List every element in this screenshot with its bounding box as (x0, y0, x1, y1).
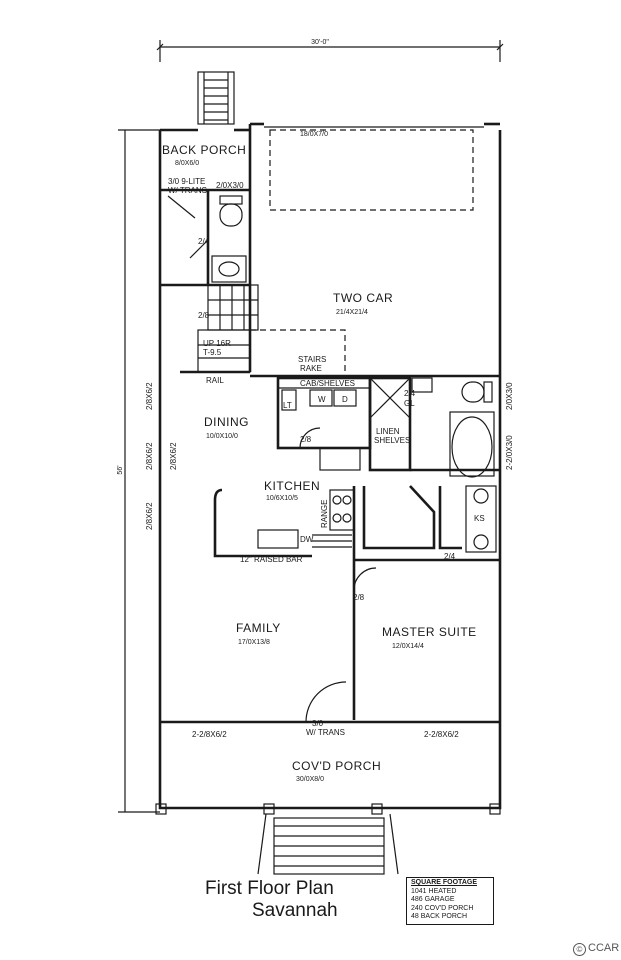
room-master-suite: MASTER SUITE (382, 625, 477, 639)
depth-dimension: 56' (117, 129, 160, 813)
room-back-porch: BACK PORCH (162, 143, 246, 157)
door-label-28-laundry: 2/8 (300, 435, 312, 444)
copyright-icon: © (573, 943, 586, 956)
side-window-label-3: 2/8X6/2 (145, 502, 154, 530)
door-label-28-master: 2/8 (353, 593, 365, 602)
w-label: W (318, 395, 326, 404)
door-label-24-closet: 2/4 (444, 552, 456, 561)
sqft-row: 486 GARAGE (411, 896, 455, 903)
front-porch (155, 722, 501, 875)
dw-label: DW (300, 535, 314, 544)
room-dining: DINING (204, 415, 249, 429)
rail-label: RAIL (206, 376, 224, 385)
room-family: FAMILY (236, 621, 281, 635)
width-dimension: 30'-0" (156, 39, 504, 62)
door-label-28: 2/8 (198, 311, 210, 320)
room-master-suite-size: 12/0X14/4 (392, 643, 424, 650)
garage-door-outline (269, 129, 474, 211)
plan-subtitle: Savannah (252, 900, 338, 921)
d-label: D (342, 395, 348, 404)
side-window-label-4: 2/8X6/2 (169, 442, 178, 470)
master-closet (362, 485, 497, 553)
room-kitchen: KITCHEN (264, 479, 320, 493)
lt-label: LT (283, 401, 292, 410)
kitchen-counters (213, 486, 356, 560)
back-door-label-2: W/ TRANS (168, 186, 207, 195)
room-covd-porch: COV'D PORCH (292, 759, 381, 773)
garage-door-size: 18/0X7/0 (300, 131, 328, 138)
right-window-label-1: 2/0X3/0 (505, 382, 514, 410)
laundry-cabinets (276, 376, 372, 471)
front-door-label-2: W/ TRANS (306, 728, 345, 737)
linen-label-2: SHELVES (374, 436, 410, 445)
exterior-walls (158, 122, 502, 810)
watermark-text: CCAR (588, 942, 620, 954)
stairs-label-2: T-9.5 (203, 348, 222, 357)
side-window-label-1: 2/8X6/2 (145, 382, 154, 410)
stairs-rake-label-2: RAKE (300, 364, 322, 373)
cab-shelves-label: CAB/SHELVES (300, 379, 355, 388)
front-door-label-1: 3/0 (312, 719, 324, 728)
stairs-rake-label-1: STAIRS (298, 355, 326, 364)
plan-title: First Floor Plan (205, 878, 334, 899)
square-footage-header: SQUARE FOOTAGE (411, 879, 477, 886)
overall-width-label: 30'-0" (311, 39, 329, 46)
interior-stairs (180, 284, 346, 374)
right-window-label-2: 2-2/0X3/0 (505, 435, 514, 470)
room-back-porch-size: 8/0X6/0 (175, 160, 199, 167)
raised-bar-label: 12" RAISED BAR (240, 555, 303, 564)
linen-label-1: LINEN (376, 427, 400, 436)
ks-label: KS (474, 514, 485, 523)
sqft-row: 48 BACK PORCH (411, 913, 468, 920)
sqft-row: 1041 HEATED (411, 887, 457, 895)
room-dining-size: 10/0X10/0 (206, 433, 238, 440)
front-window-left: 2-2/8X6/2 (192, 730, 227, 739)
door-label-24: 2/4 (198, 237, 210, 246)
back-stairs (197, 71, 235, 125)
bath-window-label: 2/0X3/0 (216, 181, 244, 190)
room-garage-size: 21/4X21/4 (336, 309, 368, 316)
interior-walls-front (160, 558, 500, 724)
room-garage: TWO CAR (333, 291, 393, 305)
back-door-label-1: 3/0 9-LITE (168, 177, 205, 186)
side-window-label-2: 2/8X6/2 (145, 442, 154, 470)
master-bath (368, 376, 500, 478)
range-label: RANGE (320, 500, 329, 528)
door-label-24-bath: 2/4 (404, 389, 416, 398)
room-family-size: 17/0X13/8 (238, 639, 270, 646)
overall-depth-label: 56' (117, 465, 124, 474)
ccar-watermark: ©CCAR (573, 942, 619, 956)
front-window-right: 2-2/8X6/2 (424, 730, 459, 739)
sqft-row: 240 COV'D PORCH (411, 904, 474, 912)
stairs-label-1: UP 16R (203, 339, 231, 348)
gl-label: GL (404, 399, 415, 408)
room-kitchen-size: 10/6X10/5 (266, 495, 298, 502)
room-covd-porch-size: 30/0X8/0 (296, 776, 324, 783)
square-footage-table: SQUARE FOOTAGE 1041 HEATED 486 GARAGE 24… (406, 877, 494, 925)
